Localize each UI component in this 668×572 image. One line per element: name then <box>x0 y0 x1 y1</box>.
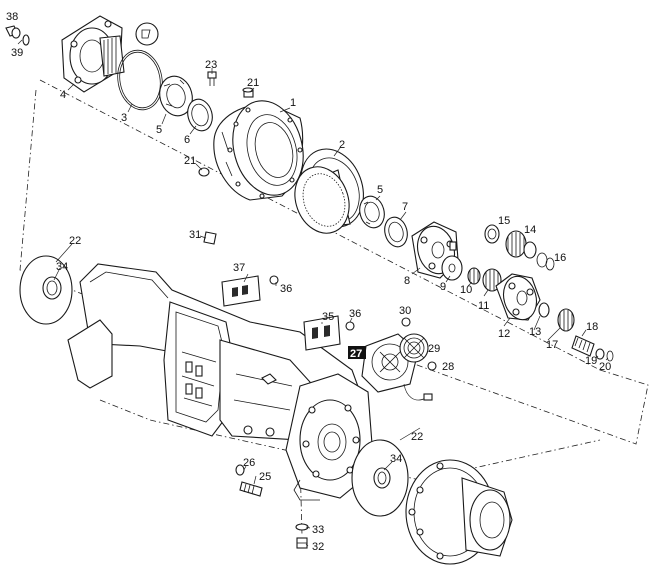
part-ring-gear-2 <box>294 148 364 234</box>
callout-21-lower: 21 <box>184 155 196 167</box>
callout-36-lower: 36 <box>349 308 361 320</box>
part-gear-10 <box>467 267 481 285</box>
part-washer-13 <box>538 302 550 318</box>
callout-10: 10 <box>460 284 472 296</box>
callout-37: 37 <box>233 262 245 274</box>
callout-39: 39 <box>11 47 23 59</box>
callout-11: 11 <box>478 300 489 312</box>
part-bolt-25 <box>239 481 263 497</box>
callout-25: 25 <box>259 471 271 483</box>
callout-34: 34 <box>56 261 68 273</box>
part-washer-33 <box>295 523 309 531</box>
axis-lower <box>99 399 601 481</box>
part-shaft-18 <box>571 335 595 357</box>
callout-5: 5 <box>156 124 162 136</box>
part-oring-3 <box>117 22 163 111</box>
callout-14: 14 <box>524 224 536 236</box>
callout-35: 35 <box>322 311 334 323</box>
part-ring-15 <box>484 224 500 244</box>
part-bracket-37 <box>221 275 261 307</box>
callout-20: 20 <box>599 361 611 373</box>
callout-6: 6 <box>184 134 190 146</box>
callout-7: 7 <box>402 201 408 213</box>
callout-28: 28 <box>442 361 454 373</box>
callout-labels: 38 39 4 3 5 6 23 21 1 21 2 5 7 15 14 16 … <box>6 11 611 553</box>
callout-5-lower: 5 <box>377 184 383 196</box>
callout-2: 2 <box>339 139 345 151</box>
part-seal-34b <box>373 467 391 489</box>
part-spacer-6 <box>187 98 213 132</box>
callout-27-highlight-box <box>348 346 366 359</box>
part-bearing-5b <box>359 195 385 229</box>
callout-34-lower: 34 <box>390 453 402 465</box>
callout-22: 22 <box>69 235 81 247</box>
part-housing-1 <box>213 100 304 201</box>
part-bracket-35 <box>303 315 341 351</box>
part-screw-28 <box>427 361 437 371</box>
callout-18: 18 <box>586 321 598 333</box>
callout-3: 3 <box>121 112 127 124</box>
part-bearing-5a <box>159 75 193 117</box>
part-screw-23 <box>207 71 217 86</box>
callout-13: 13 <box>529 326 541 338</box>
part-wheel-hub <box>405 459 513 565</box>
part-screw-36a <box>269 275 279 285</box>
callout-36: 36 <box>280 283 292 295</box>
part-flange-4 <box>61 15 125 93</box>
part-plug-32 <box>296 537 308 549</box>
axis-left-upper <box>19 89 99 301</box>
part-circlip-20 <box>606 350 614 362</box>
callout-4: 4 <box>60 89 66 101</box>
part-washer-19 <box>595 348 605 360</box>
callout-32: 32 <box>312 541 324 553</box>
part-carrier-12 <box>495 273 541 321</box>
callout-16: 16 <box>554 252 566 264</box>
callout-8: 8 <box>404 275 410 287</box>
part-washer-9 <box>441 255 463 281</box>
callout-15: 15 <box>498 215 510 227</box>
callout-38: 38 <box>6 11 18 23</box>
callout-12: 12 <box>498 328 510 340</box>
callout-17: 17 <box>546 339 558 351</box>
callout-19: 19 <box>585 355 597 367</box>
callout-23: 23 <box>205 59 217 71</box>
callout-26: 26 <box>243 457 255 469</box>
part-plug-38 <box>5 25 21 39</box>
callout-29: 29 <box>428 343 440 355</box>
part-axle-housing <box>67 263 375 501</box>
callout-31: 31 <box>189 229 201 241</box>
part-gear-14 <box>505 230 537 259</box>
part-screw-36b <box>345 321 355 331</box>
part-ring-7 <box>384 216 408 248</box>
part-washer-39 <box>22 34 30 46</box>
part-gear-17 <box>557 308 575 332</box>
part-breather-21a <box>242 87 254 98</box>
part-grille-29 <box>399 333 429 363</box>
callout-30: 30 <box>399 305 411 317</box>
callout-9: 9 <box>440 281 446 293</box>
callout-33: 33 <box>312 524 324 536</box>
part-breather-21b <box>198 167 210 177</box>
part-seal-34a <box>42 276 62 300</box>
part-pin-31 <box>203 231 217 245</box>
callout-1: 1 <box>290 97 296 109</box>
part-circlip-16 <box>536 252 555 271</box>
callout-22-lower: 22 <box>411 431 423 443</box>
callout-21: 21 <box>247 77 259 89</box>
callout-27: 27 <box>350 348 362 360</box>
part-screw-30 <box>401 317 411 327</box>
leader-lines <box>17 39 609 547</box>
